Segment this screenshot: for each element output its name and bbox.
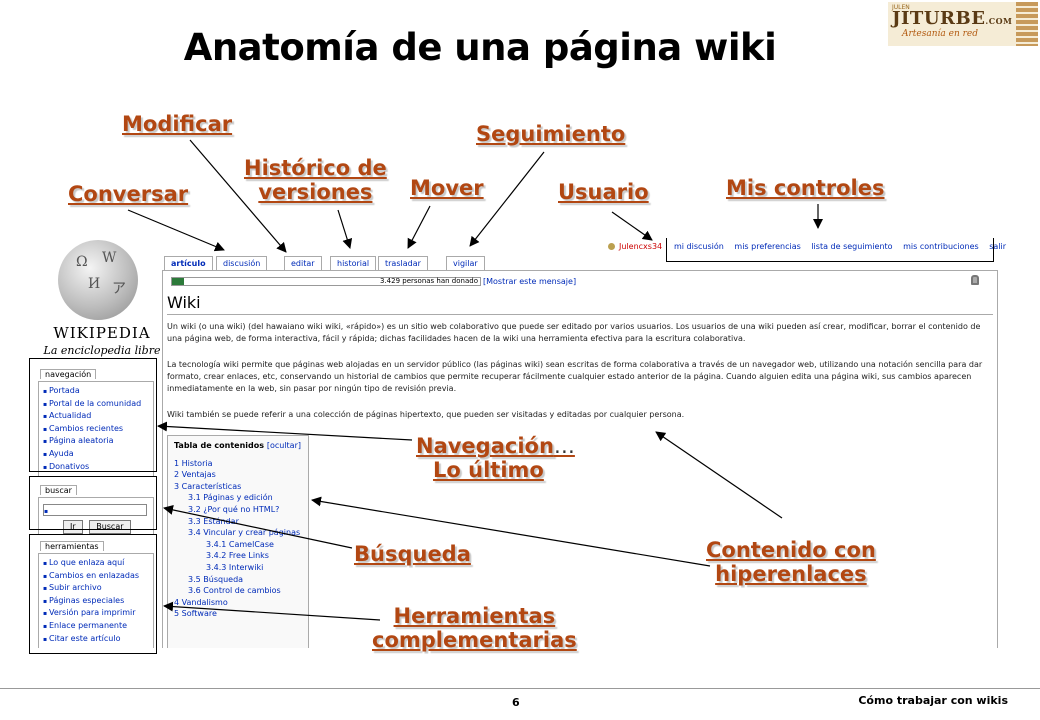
toc-item[interactable]: 3.3 Estándar [188, 516, 239, 526]
sidebar-item-tools[interactable]: Cambios en enlazadas [43, 570, 149, 583]
callout-navegacion: Navegación… Lo último [416, 434, 575, 482]
logo-brand: JITURBE.COM [892, 8, 1013, 29]
callout-usuario: Usuario [558, 180, 649, 204]
callout-conversar: Conversar [68, 182, 189, 206]
tab-historial[interactable]: historial [330, 256, 377, 270]
logo-small-text: JULEN [892, 4, 910, 11]
logo-stripes [1016, 2, 1038, 46]
personal-link-preferencias[interactable]: mis preferencias [734, 242, 801, 251]
search-portlet: buscar Ir Buscar [34, 478, 158, 539]
toc-item[interactable]: 2 Ventajas [174, 470, 216, 480]
donation-message-link[interactable]: [Mostrar este mensaje] [483, 277, 577, 286]
toc-item[interactable]: 3.5 Búsqueda [188, 574, 244, 584]
search-title: buscar [40, 485, 77, 495]
toc-item[interactable]: 3.4.2 Free Links [206, 551, 269, 561]
search-input[interactable] [43, 504, 147, 516]
personal-link-seguimiento[interactable]: lista de seguimiento [811, 242, 893, 251]
wikipedia-tagline: La enciclopedia libre [43, 344, 161, 357]
callout-mover: Mover [410, 176, 484, 200]
table-of-contents: Tabla de contenidos [ocultar] 1 Historia… [167, 435, 309, 648]
sidebar-item-tools[interactable]: Páginas especiales [43, 595, 149, 608]
donation-progress-fill [172, 278, 185, 285]
toc-item[interactable]: 3.6 Control de cambios [188, 586, 281, 596]
callout-mis-controles: Mis controles [726, 176, 885, 200]
callout-busqueda: Búsqueda [354, 542, 471, 566]
my-controls-highlight [666, 238, 994, 262]
page-number: 6 [512, 696, 520, 709]
callout-modificar: Modificar [122, 112, 233, 136]
lock-icon [971, 275, 979, 285]
toc-item[interactable]: 3.2 ¿Por qué no HTML? [188, 504, 280, 514]
page-heading: Wiki [167, 293, 201, 312]
sidebar-item-navigation[interactable]: Ayuda [43, 448, 149, 461]
wikipedia-wordmark: WIKIPEDIA [53, 324, 151, 342]
toc-title: Tabla de contenidos [ocultar] [174, 441, 301, 450]
sidebar-item-navigation[interactable]: Cambios recientes [43, 423, 149, 436]
navigation-title: navegación [40, 369, 97, 379]
sidebar-item-tools[interactable]: Subir archivo [43, 582, 149, 595]
user-link[interactable]: Julencxs34 [608, 242, 662, 251]
search-highlight [29, 476, 157, 530]
navigation-portlet: navegación PortadaPortal de la comunidad… [34, 362, 158, 478]
sidebar-item-navigation[interactable]: Actualidad [43, 410, 149, 423]
tools-title: herramientas [40, 541, 104, 551]
tools-portlet: herramientas Lo que enlaza aquíCambios e… [34, 534, 158, 648]
tab-editar[interactable]: editar [284, 256, 322, 270]
logo-tagline: Artesanía en red [902, 29, 979, 39]
toc-item[interactable]: 3 Características [174, 481, 242, 491]
sidebar-item-navigation[interactable]: Portal de la comunidad [43, 398, 149, 411]
donation-bar: 3.429 personas han donado [171, 277, 481, 286]
jiturbe-logo: JULEN JITURBE.COM Artesanía en red [888, 2, 1038, 46]
donation-text: 3.429 personas han donado [380, 277, 478, 285]
article-paragraph-3: Wiki también se puede referir a una cole… [167, 410, 685, 419]
tab-trasladar[interactable]: trasladar [378, 256, 428, 270]
footer-text: Cómo trabajar con wikis [858, 694, 1008, 707]
search-box: Ir Buscar [38, 497, 154, 539]
toc-item[interactable]: 3.1 Páginas y edición [188, 493, 273, 503]
article-paragraph-2: La tecnología wiki permite que páginas w… [167, 360, 983, 393]
heading-divider [167, 314, 993, 315]
footer-divider [0, 688, 1040, 689]
tools-highlight [29, 534, 157, 654]
toc-hide-link[interactable]: [ocultar] [266, 441, 301, 450]
sidebar-item-tools[interactable]: Enlace permanente [43, 620, 149, 633]
arrow-usuario [611, 211, 653, 241]
personal-link-contribuciones[interactable]: mis contribuciones [903, 242, 979, 251]
search-go-button[interactable]: Ir [63, 520, 83, 534]
tab-vigilar[interactable]: vigilar [446, 256, 485, 270]
toc-item[interactable]: 3.4 Vincular y crear páginas [188, 528, 301, 538]
toc-item[interactable]: 4 Vandalismo [174, 597, 228, 607]
callout-seguimiento: Seguimiento [476, 122, 626, 146]
sidebar-item-navigation[interactable]: Portada [43, 385, 149, 398]
toc-item[interactable]: 3.4.1 CamelCase [206, 539, 274, 549]
personal-link-salir[interactable]: salir [989, 242, 1007, 251]
article-paragraph-1: Un wiki (o una wiki) (del hawaiano wiki … [167, 322, 981, 343]
sidebar-item-navigation[interactable]: Página aleatoria [43, 435, 149, 448]
tab-discusion[interactable]: discusión [216, 256, 268, 270]
toc-item[interactable]: 5 Software [174, 609, 217, 619]
tab-articulo[interactable]: artículo [164, 256, 213, 270]
search-button[interactable]: Buscar [89, 520, 131, 534]
toc-item[interactable]: 1 Historia [174, 458, 213, 468]
article-content: 3.429 personas han donado [Mostrar este … [162, 270, 998, 648]
personal-links: mi discusión mis preferencias lista de s… [674, 242, 1010, 251]
tools-list: Lo que enlaza aquíCambios en enlazadasSu… [38, 553, 154, 648]
personal-link-mi-discusion[interactable]: mi discusión [674, 242, 724, 251]
slide-title: Anatomía de una página wiki [183, 26, 777, 69]
sidebar-item-tools[interactable]: Versión para imprimir [43, 607, 149, 620]
navigation-highlight [29, 358, 157, 472]
sidebar-item-navigation[interactable]: Donativos [43, 461, 149, 474]
sidebar-item-tools[interactable]: Lo que enlaza aquí [43, 557, 149, 570]
toc-item[interactable]: 3.4.3 Interwiki [206, 562, 264, 572]
sidebar-item-tools[interactable]: Citar este artículo [43, 633, 149, 646]
